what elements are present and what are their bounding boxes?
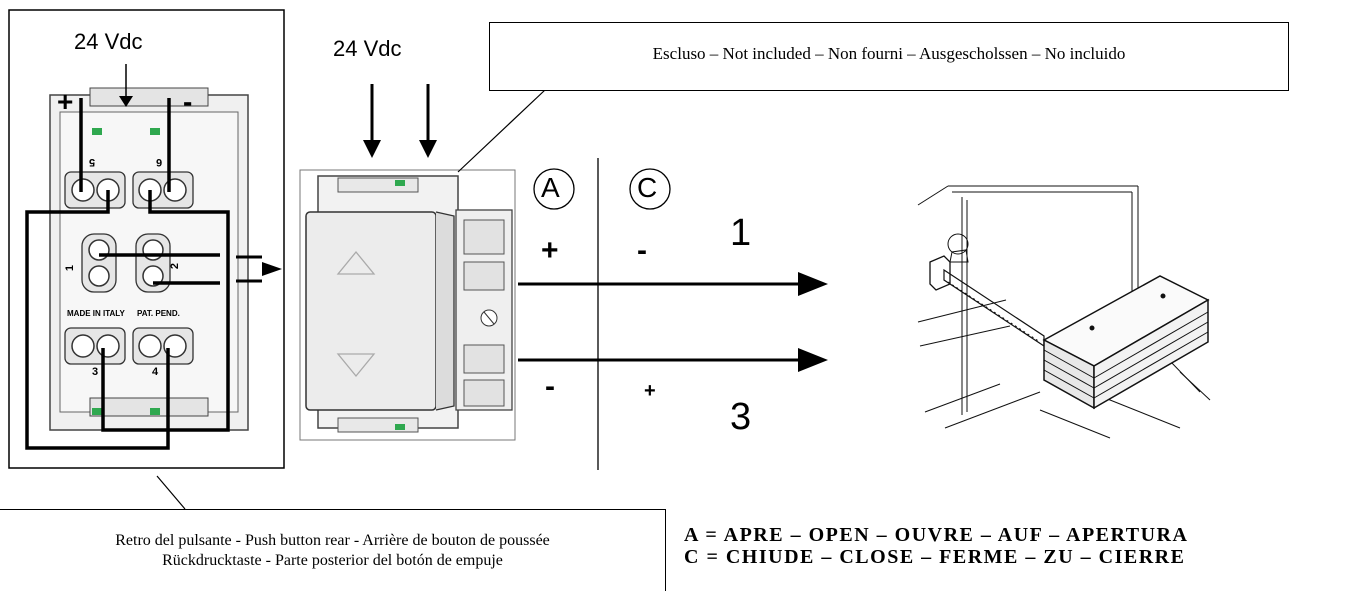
legend-a: A = APRE – OPEN – OUVRE – AUF – APERTURA <box>684 524 1189 546</box>
col-c-label: C <box>637 172 658 203</box>
actuator-illustration <box>917 185 1211 439</box>
left-voltage-label: 24 Vdc <box>74 29 143 54</box>
output-arrowhead-3 <box>798 348 828 372</box>
terminal-5-label: 5 <box>89 156 96 168</box>
terminal-2-label: 2 <box>169 262 182 270</box>
left-plus-label: + <box>57 86 74 117</box>
callout-not-included: Escluso – Not included – Non fourni – Au… <box>489 22 1289 91</box>
callout-rear-line2: Rückdrucktaste - Parte posterior del bot… <box>162 552 503 569</box>
terminal-3-label: 3 <box>92 366 99 378</box>
made-in-label: MADE IN ITALY <box>67 309 125 318</box>
switch-rear-body <box>49 87 249 431</box>
row2-a-sign: - <box>545 370 555 403</box>
output-3-label: 3 <box>730 396 752 438</box>
left-voltage-arrowhead <box>119 96 133 107</box>
callout-top-leader <box>457 89 546 173</box>
row2-c-sign: + <box>644 380 656 402</box>
output-1-label: 1 <box>730 212 752 254</box>
callout-rear-line1: Retro del pulsante - Push button rear - … <box>115 532 550 549</box>
push-button-front <box>299 169 516 441</box>
terminal-1-label: 1 <box>64 264 77 272</box>
rear-wiring <box>25 98 230 450</box>
callout-rear-label: Retro del pulsante - Push button rear - … <box>0 509 666 591</box>
legend-c: C = CHIUDE – CLOSE – FERME – ZU – CIERRE <box>684 546 1186 568</box>
callout-not-included-text: Escluso – Not included – Non fourni – Au… <box>652 44 1126 63</box>
circle-a <box>533 168 575 210</box>
output-arrowhead-1 <box>798 272 828 296</box>
left-minus-label: - <box>183 86 193 117</box>
panel-output-arrowhead <box>262 262 282 276</box>
row1-a-sign: + <box>541 234 559 267</box>
patent-label: PAT. PEND. <box>137 309 180 318</box>
terminal-6-label: 6 <box>156 156 163 168</box>
switch-voltage-arrowhead-1 <box>363 140 381 158</box>
callout-bottom-leader <box>156 475 186 510</box>
switch-voltage-arrowhead-2 <box>419 140 437 158</box>
circle-c <box>629 168 671 210</box>
col-a-label: A <box>541 172 560 203</box>
switch-voltage-label: 24 Vdc <box>333 36 402 61</box>
terminal-4-label: 4 <box>152 366 159 378</box>
row1-c-sign: - <box>637 234 647 267</box>
